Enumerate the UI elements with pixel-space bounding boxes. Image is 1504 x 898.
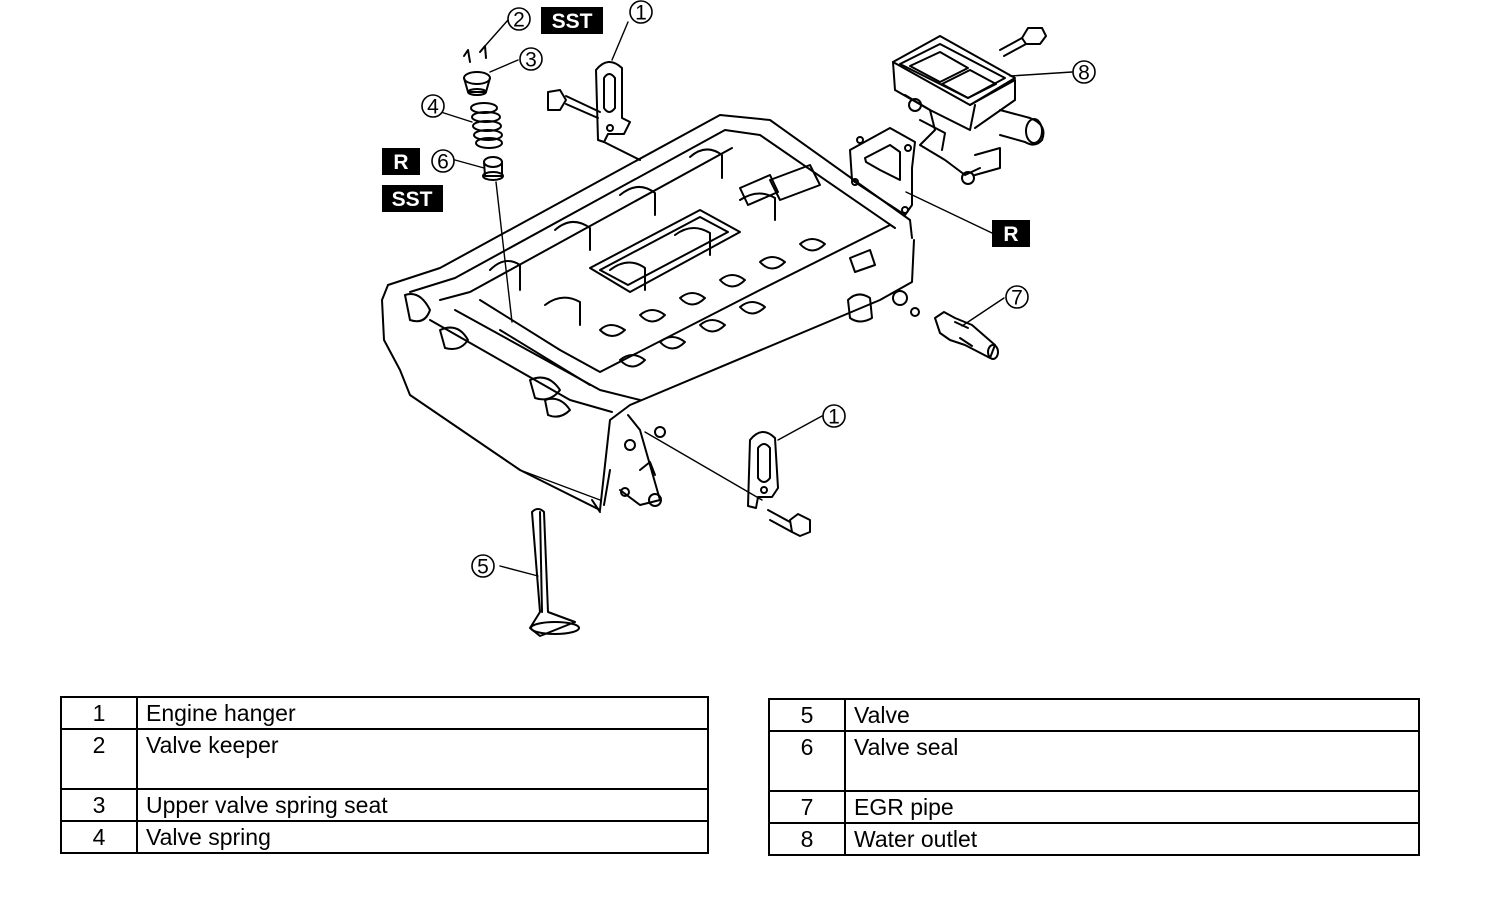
legend-part-name: Valve seal (844, 730, 1420, 792)
svg-text:R: R (393, 151, 408, 174)
engine-hanger-bottom (747, 431, 779, 509)
badge-r-left: R (382, 148, 420, 175)
svg-text:1: 1 (635, 2, 647, 25)
badge-sst-top: SST (541, 7, 603, 34)
svg-text:4: 4 (427, 96, 439, 119)
svg-text:2: 2 (513, 9, 525, 32)
legend-number: 6 (768, 730, 846, 792)
callout-2: 2 (507, 7, 531, 32)
callout-8: 8 (1072, 60, 1096, 85)
legend-part-name: Upper valve spring seat (136, 788, 709, 822)
legend-part-name: Valve (844, 698, 1420, 732)
legend-number: 3 (60, 788, 138, 822)
legend-number: 8 (768, 822, 846, 856)
svg-text:3: 3 (525, 49, 537, 72)
svg-text:5: 5 (477, 556, 489, 579)
cylinder-head (381, 114, 920, 513)
legend-number: 5 (768, 698, 846, 732)
legend-part-name: Valve keeper (136, 728, 709, 790)
leader-lines (421, 19, 1073, 577)
water-outlet (892, 35, 1045, 185)
callout-4: 4 (421, 94, 445, 119)
svg-text:R: R (1003, 223, 1018, 246)
table-row: 7 EGR pipe (768, 790, 1420, 824)
valve-spring (470, 102, 503, 149)
svg-text:8: 8 (1078, 62, 1090, 85)
svg-text:SST: SST (392, 188, 433, 211)
valve (529, 508, 580, 637)
badge-sst-left: SST (382, 185, 443, 212)
callout-1-bottom: 1 (822, 404, 846, 429)
gasket (849, 127, 916, 216)
callout-6: 6 (431, 149, 455, 174)
callout-1-top: 1 (629, 0, 653, 25)
table-row: 4 Valve spring (60, 820, 709, 854)
svg-text:1: 1 (828, 406, 840, 429)
table-row: 1 Engine hanger (60, 696, 709, 730)
legend-table-right: 5 Valve 6 Valve seal 7 EGR pipe 8 Water … (768, 698, 1420, 856)
legend-part-name: EGR pipe (844, 790, 1420, 824)
upper-valve-spring-seat (463, 71, 491, 96)
exploded-diagram: 1 2 3 4 6 8 7 1 (381, 0, 1096, 637)
svg-text:7: 7 (1011, 287, 1023, 310)
valve-keeper (463, 45, 487, 63)
callout-5: 5 (471, 554, 495, 579)
badge-r-right: R (992, 220, 1030, 247)
table-row: 6 Valve seal (768, 730, 1420, 792)
bolt-bottom (767, 509, 811, 537)
table-row: 8 Water outlet (768, 822, 1420, 856)
valve-seal (482, 156, 504, 181)
engine-hanger-top (595, 61, 641, 161)
badges: SST R SST R (382, 7, 1030, 247)
legend-number: 4 (60, 820, 138, 854)
bolt-top (547, 89, 601, 119)
callout-3: 3 (519, 47, 543, 72)
callouts: 1 2 3 4 6 8 7 1 (421, 0, 1096, 579)
legend-number: 2 (60, 728, 138, 790)
legend-part-name: Water outlet (844, 822, 1420, 856)
legend-part-name: Engine hanger (136, 696, 709, 730)
svg-text:6: 6 (437, 151, 449, 174)
table-row: 3 Upper valve spring seat (60, 788, 709, 822)
legend-table-left: 1 Engine hanger 2 Valve keeper 3 Upper v… (60, 696, 709, 854)
callout-7: 7 (1005, 285, 1029, 310)
table-row: 5 Valve (768, 698, 1420, 732)
water-outlet-bolt (999, 27, 1047, 57)
legend-number: 1 (60, 696, 138, 730)
legend-number: 7 (768, 790, 846, 824)
table-row: 2 Valve keeper (60, 728, 709, 790)
legend-part-name: Valve spring (136, 820, 709, 854)
egr-pipe (934, 311, 999, 360)
svg-text:SST: SST (552, 10, 593, 33)
